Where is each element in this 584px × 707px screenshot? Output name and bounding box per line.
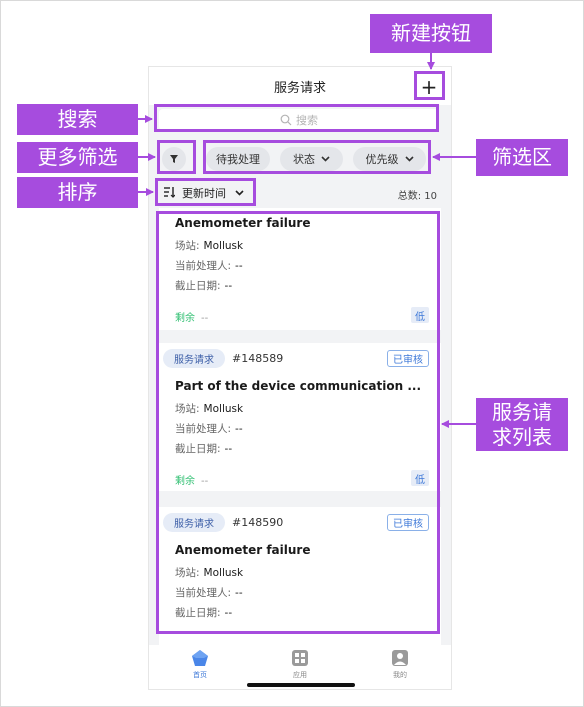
chip-priority[interactable]: 优先级: [353, 147, 426, 171]
chip-label: 优先级: [365, 153, 399, 166]
more-filters-button[interactable]: [162, 147, 186, 171]
search-input[interactable]: 搜索: [159, 109, 439, 130]
card-due: 截止日期:--: [175, 441, 232, 456]
page-title: 服务请求: [273, 80, 326, 96]
total-value: 10: [424, 191, 437, 202]
handler-value: --: [235, 423, 243, 435]
card-id: #148590: [232, 516, 284, 529]
home-indicator: [247, 683, 355, 687]
tab-apps[interactable]: 应用: [270, 649, 330, 680]
card-handler: 当前处理人:--: [175, 421, 243, 436]
station-label: 场站:: [175, 403, 200, 415]
status-badge: 已审核: [387, 514, 429, 531]
due-label: 截止日期:: [175, 280, 221, 292]
card-type-tag: 服务请求: [163, 513, 225, 532]
station-value: Mollusk: [203, 403, 244, 415]
annotation-label-search: 搜索: [17, 104, 138, 135]
remain-value: --: [201, 313, 209, 324]
priority-badge: 低: [411, 470, 429, 486]
profile-icon: [392, 650, 408, 666]
card-handler: 当前处理人:--: [175, 585, 243, 600]
filter-row: 待我处理 状态 优先级: [149, 143, 451, 173]
search-placeholder: 搜索: [296, 113, 318, 127]
card-due: 截止日期:--: [175, 278, 232, 293]
card-station: 场站:Mollusk: [175, 401, 243, 416]
card-station: 场站:Mollusk: [175, 238, 243, 253]
chevron-down-icon[interactable]: [235, 190, 244, 196]
add-button[interactable]: +: [420, 75, 438, 99]
handler-value: --: [235, 587, 243, 599]
due-label: 截止日期:: [175, 607, 221, 619]
handler-label: 当前处理人:: [175, 587, 232, 599]
card-remaining: 剩余 --: [175, 472, 208, 487]
annotation-label-service-list: 服务请求列表: [476, 398, 568, 451]
service-request-card[interactable]: 服务请求 #148590 已审核 Anemometer failure 场站:M…: [159, 507, 441, 645]
tab-profile[interactable]: 我的: [370, 649, 430, 680]
tab-bar: 首页 应用 我的: [149, 645, 451, 689]
remain-label: 剩余: [175, 476, 195, 487]
tab-label: 我的: [393, 671, 407, 679]
apps-icon: [292, 650, 308, 666]
chevron-down-icon: [404, 156, 414, 162]
station-value: Mollusk: [203, 567, 244, 579]
due-value: --: [224, 607, 233, 619]
card-title: Anemometer failure: [175, 543, 311, 557]
remain-value: --: [201, 476, 209, 487]
remain-label: 剩余: [175, 313, 195, 324]
handler-label: 当前处理人:: [175, 423, 232, 435]
annotation-label-filter-area: 筛选区: [476, 139, 568, 176]
home-icon: [192, 650, 208, 666]
card-handler: 当前处理人:--: [175, 258, 243, 273]
chip-label: 待我处理: [216, 153, 260, 166]
status-badge: 已审核: [387, 350, 429, 367]
sort-icon[interactable]: [163, 186, 175, 198]
service-request-card[interactable]: Anemometer failure 场站:Mollusk 当前处理人:-- 截…: [159, 208, 441, 330]
card-station: 场站:Mollusk: [175, 565, 243, 580]
handler-label: 当前处理人:: [175, 260, 232, 272]
due-label: 截止日期:: [175, 443, 221, 455]
sort-row: 更新时间 总数: 10: [149, 178, 451, 208]
due-value: --: [224, 280, 233, 292]
priority-badge: 低: [411, 307, 429, 323]
card-due: 截止日期:--: [175, 605, 232, 620]
annotation-label-more-filters: 更多筛选: [17, 142, 138, 173]
tab-home[interactable]: 首页: [170, 649, 230, 680]
chevron-down-icon: [321, 156, 330, 162]
annotation-label-sort: 排序: [17, 177, 138, 208]
handler-value: --: [235, 260, 243, 272]
card-title: Anemometer failure: [175, 216, 311, 230]
total-count: 总数: 10: [398, 187, 437, 202]
tab-label: 首页: [193, 671, 207, 679]
card-remaining: 剩余 --: [175, 309, 208, 324]
phone-screen: 服务请求 + 搜索 待我处理 状态 优先级: [148, 66, 452, 690]
card-type-tag: 服务请求: [163, 349, 225, 368]
station-value: Mollusk: [203, 240, 244, 252]
chip-label: 状态: [293, 153, 315, 166]
card-title: Part of the device communication ...: [175, 379, 421, 393]
chip-pending-me[interactable]: 待我处理: [206, 147, 270, 171]
station-label: 场站:: [175, 567, 200, 579]
due-value: --: [224, 443, 233, 455]
sort-label[interactable]: 更新时间: [182, 187, 226, 200]
chip-status[interactable]: 状态: [280, 147, 343, 171]
total-label: 总数:: [397, 191, 422, 202]
funnel-icon: [170, 155, 178, 163]
tab-label: 应用: [293, 671, 307, 679]
search-icon: [280, 114, 292, 125]
service-request-card[interactable]: 服务请求 #148589 已审核 Part of the device comm…: [159, 343, 441, 491]
card-id: #148589: [232, 352, 284, 365]
station-label: 场站:: [175, 240, 200, 252]
annotation-label-new-button: 新建按钮: [370, 14, 492, 53]
